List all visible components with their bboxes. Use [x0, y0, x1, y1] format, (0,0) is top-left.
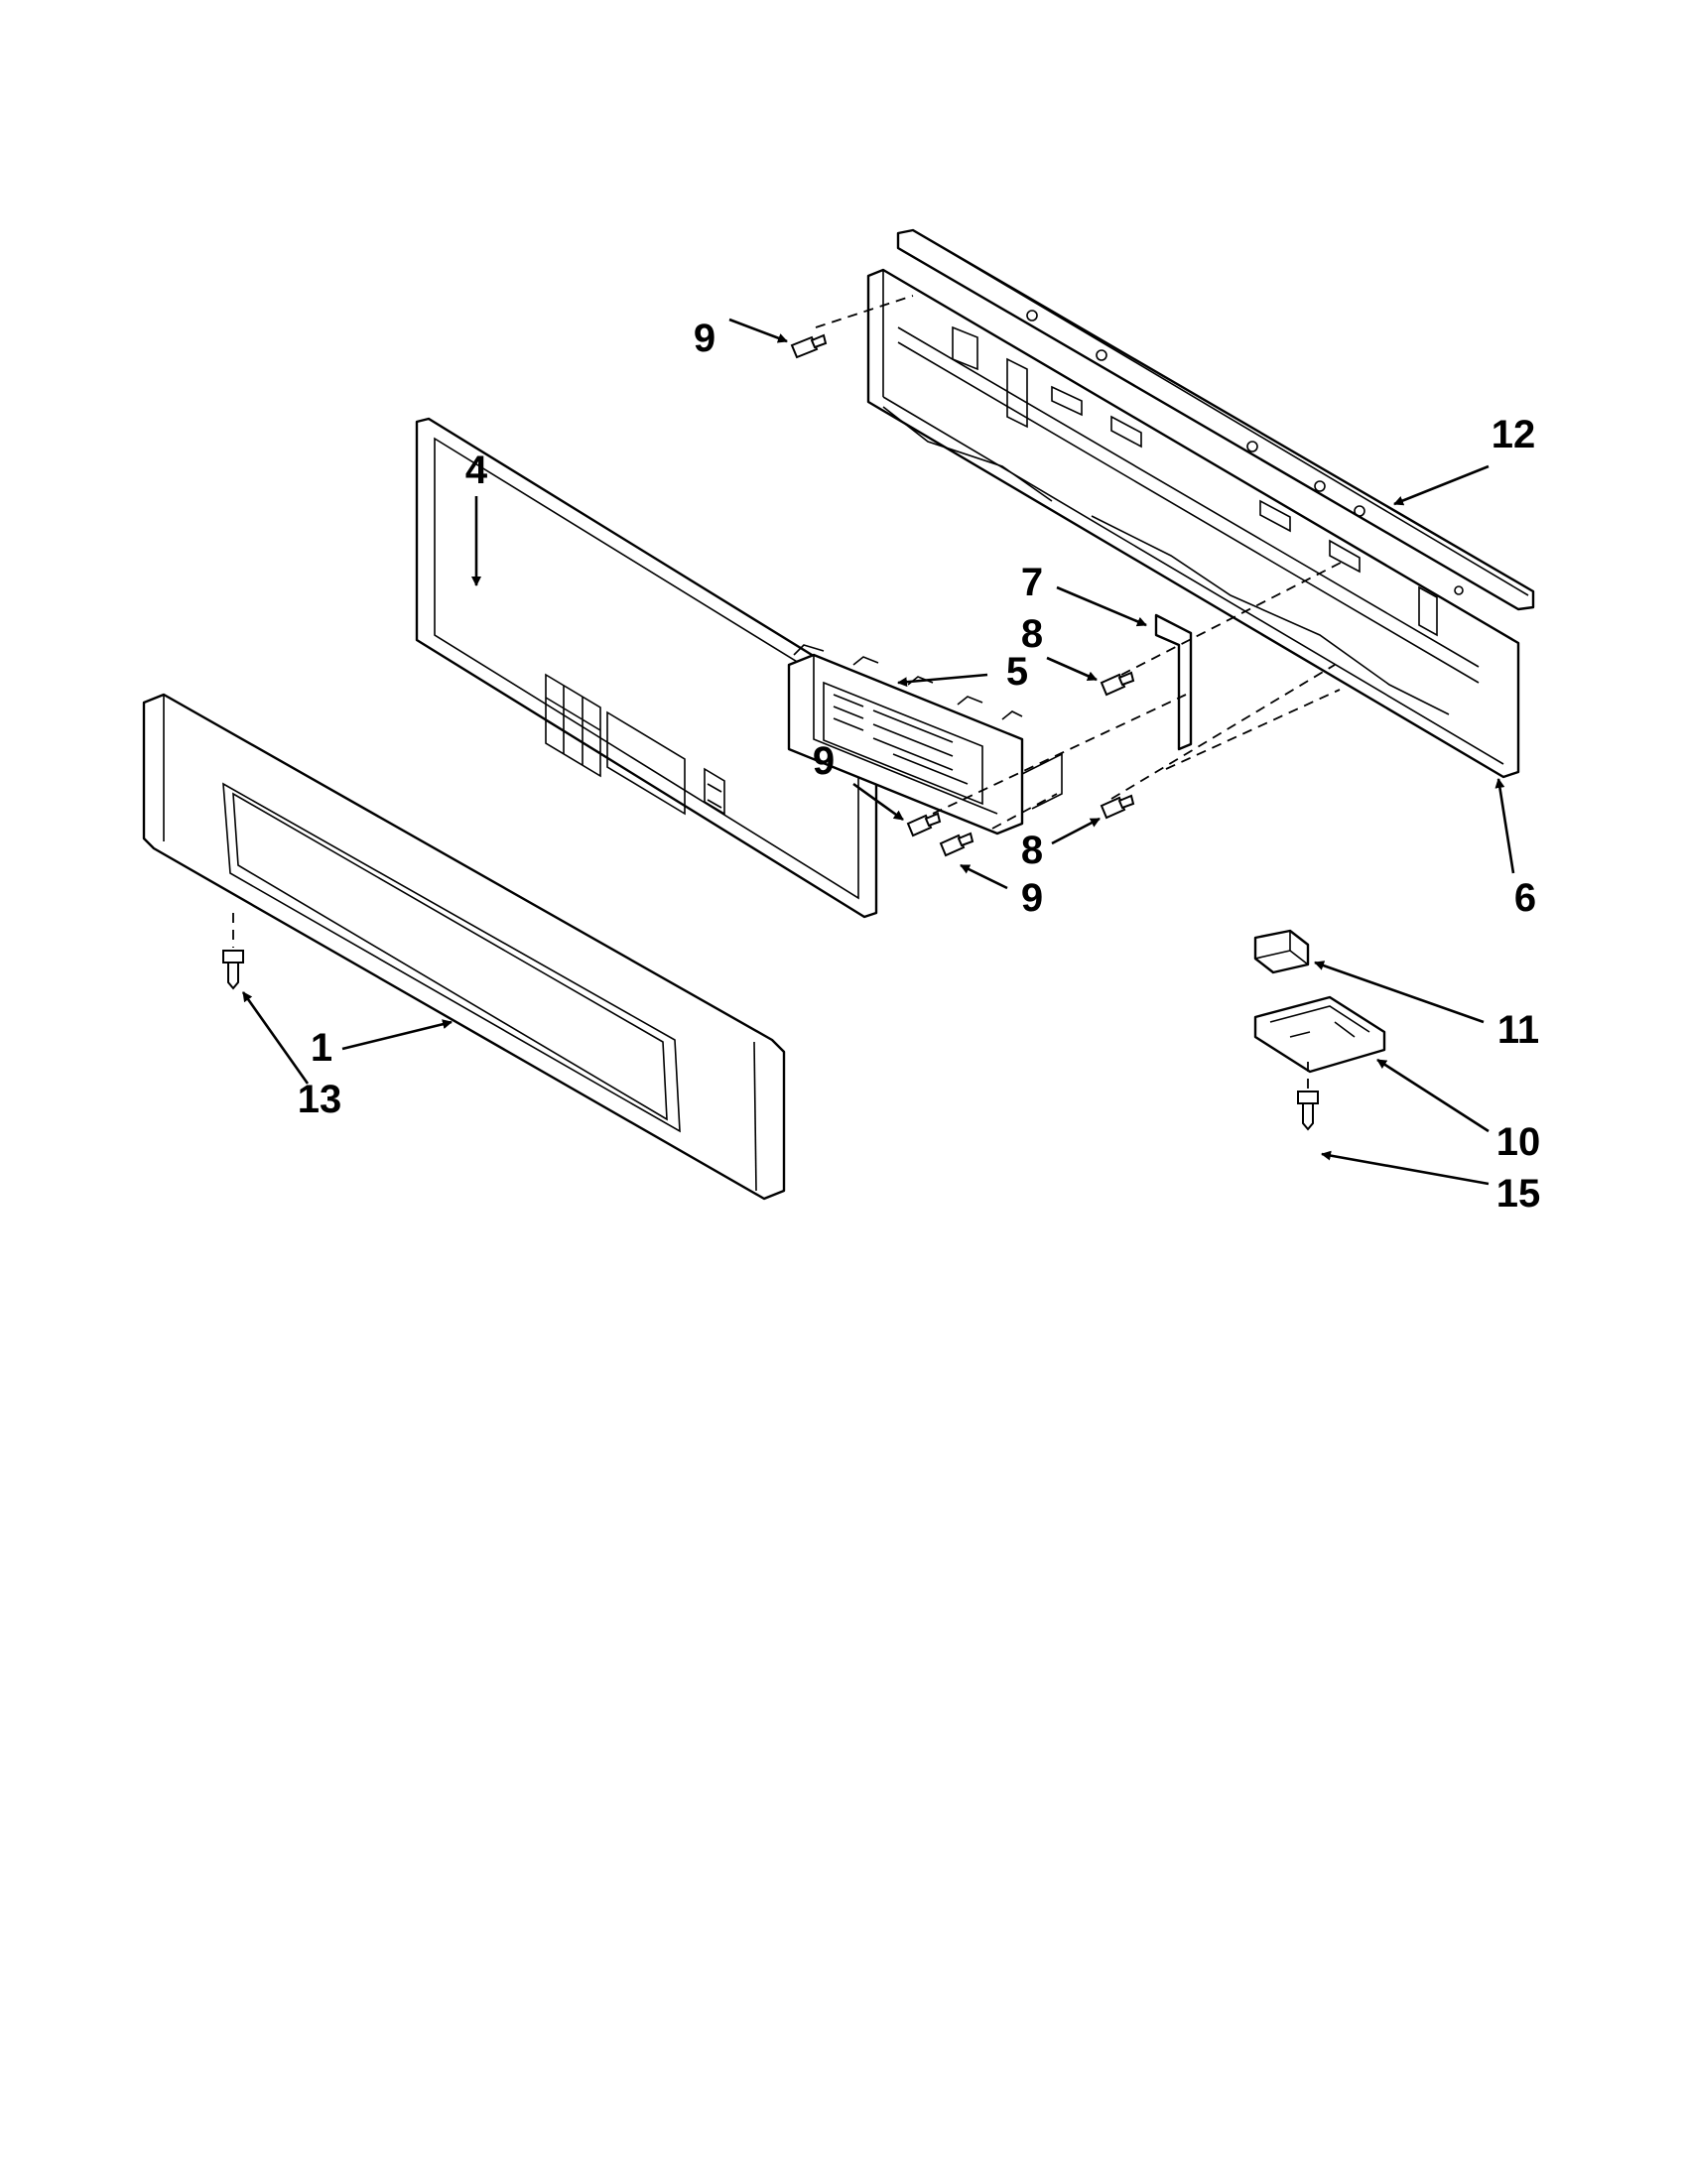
screw-8-upper	[1100, 671, 1135, 697]
screw-9-middle	[906, 812, 942, 837]
assembly-line	[1120, 560, 1346, 676]
assembly-line	[1165, 689, 1341, 770]
callout-6: 6	[1514, 876, 1536, 920]
part-11-switch	[1253, 929, 1310, 974]
screw-9-lower	[939, 832, 974, 857]
assembly-line	[991, 793, 1058, 830]
screw-15	[1297, 1091, 1319, 1131]
callout-9-middle: 9	[813, 739, 835, 783]
leader-9-middle	[852, 782, 904, 822]
part-12-mounting-bracket	[866, 228, 1535, 779]
callout-1: 1	[311, 1026, 332, 1070]
leader-9-top	[728, 318, 788, 343]
callout-7: 7	[1021, 561, 1043, 604]
part-5-electronic-control	[787, 644, 1024, 835]
callout-10: 10	[1496, 1120, 1541, 1164]
callout-8-upper: 8	[1021, 612, 1043, 656]
leader-1	[341, 1019, 453, 1051]
part-1-control-panel	[142, 693, 786, 1201]
leader-8-upper	[1046, 656, 1098, 682]
callout-12: 12	[1492, 413, 1536, 456]
callout-13: 13	[298, 1078, 342, 1121]
assembly-line	[815, 295, 914, 328]
callout-8-lower: 8	[1021, 829, 1043, 872]
leader-6	[1494, 778, 1515, 874]
leader-10	[1376, 1058, 1490, 1133]
leader-12	[1393, 464, 1490, 506]
part-10-board	[1253, 995, 1386, 1074]
part-4-control-overlay	[415, 417, 878, 919]
leader-7	[1056, 585, 1147, 627]
assembly-line	[1110, 664, 1336, 800]
leader-5	[897, 673, 988, 688]
leader-8-lower	[1051, 817, 1101, 845]
screw-9-top	[790, 333, 828, 359]
screw-8-lower	[1100, 794, 1135, 820]
part-7-bracket	[1021, 613, 1193, 810]
leader-9-lower	[960, 863, 1008, 890]
leader-13	[241, 991, 310, 1085]
leader-11	[1314, 961, 1485, 1024]
leader-15	[1321, 1150, 1490, 1186]
callout-11: 11	[1497, 1008, 1539, 1052]
callout-9-top: 9	[694, 317, 715, 360]
callout-9-lower: 9	[1021, 876, 1043, 920]
callout-5: 5	[1006, 650, 1028, 694]
callout-4: 4	[465, 449, 488, 492]
callout-15: 15	[1496, 1172, 1541, 1216]
assembly-line	[932, 694, 1187, 815]
screw-13	[222, 950, 244, 990]
